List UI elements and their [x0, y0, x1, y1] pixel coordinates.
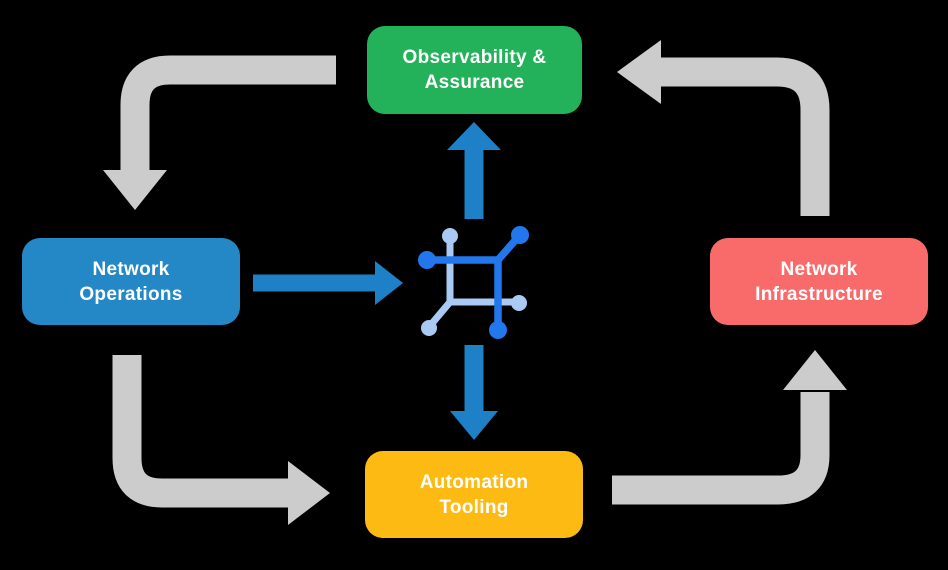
arrow-head: [783, 350, 847, 390]
icon-light-node-top: [442, 228, 458, 244]
arrow-infrastructure-to-observability: [617, 40, 830, 216]
node-network-operations: Network Operations: [22, 238, 240, 325]
icon-dark-node-bottom: [489, 321, 507, 339]
arrow-operations-to-platform: [253, 261, 403, 305]
icon-dark-node-top-right: [511, 226, 529, 244]
arrow-shaft: [612, 392, 830, 505]
node-label-line: Infrastructure: [755, 283, 883, 305]
node-label-line: Network: [780, 258, 858, 280]
arrow-platform-to-observability: [447, 122, 501, 219]
icon-dark-node-left: [418, 251, 436, 269]
arrow-head: [450, 411, 498, 440]
node-automation-tooling: Automation Tooling: [365, 451, 583, 538]
arrow-head: [103, 170, 167, 210]
arrow-head: [288, 461, 330, 525]
node-label-line: Automation: [419, 471, 529, 493]
arrow-head: [447, 122, 501, 150]
arrow-shaft: [659, 57, 830, 216]
node-label-line: Observability &: [402, 47, 547, 68]
arrow-head: [375, 261, 403, 305]
node-label-line: Assurance: [424, 72, 525, 93]
icon-light-node-right: [511, 295, 527, 311]
node-observability-assurance: Observability & Assurance: [367, 26, 582, 114]
arrow-shaft: [112, 355, 290, 508]
arrow-observability-to-operations: [103, 55, 336, 210]
arrow-automation-to-infrastructure: [612, 350, 847, 505]
node-network-infrastructure: Network Infrastructure: [710, 238, 928, 325]
icon-light-node-bottom-left: [421, 320, 437, 336]
node-label-line: Operations: [79, 283, 183, 305]
node-label-line: Network: [92, 258, 170, 280]
arrow-head: [617, 40, 661, 104]
arrow-shaft: [120, 55, 336, 172]
arrow-platform-to-automation: [450, 345, 498, 440]
node-label-line: Tooling: [439, 496, 509, 518]
network-fabric-icon: [418, 226, 529, 339]
arrow-operations-to-automation: [112, 355, 330, 525]
